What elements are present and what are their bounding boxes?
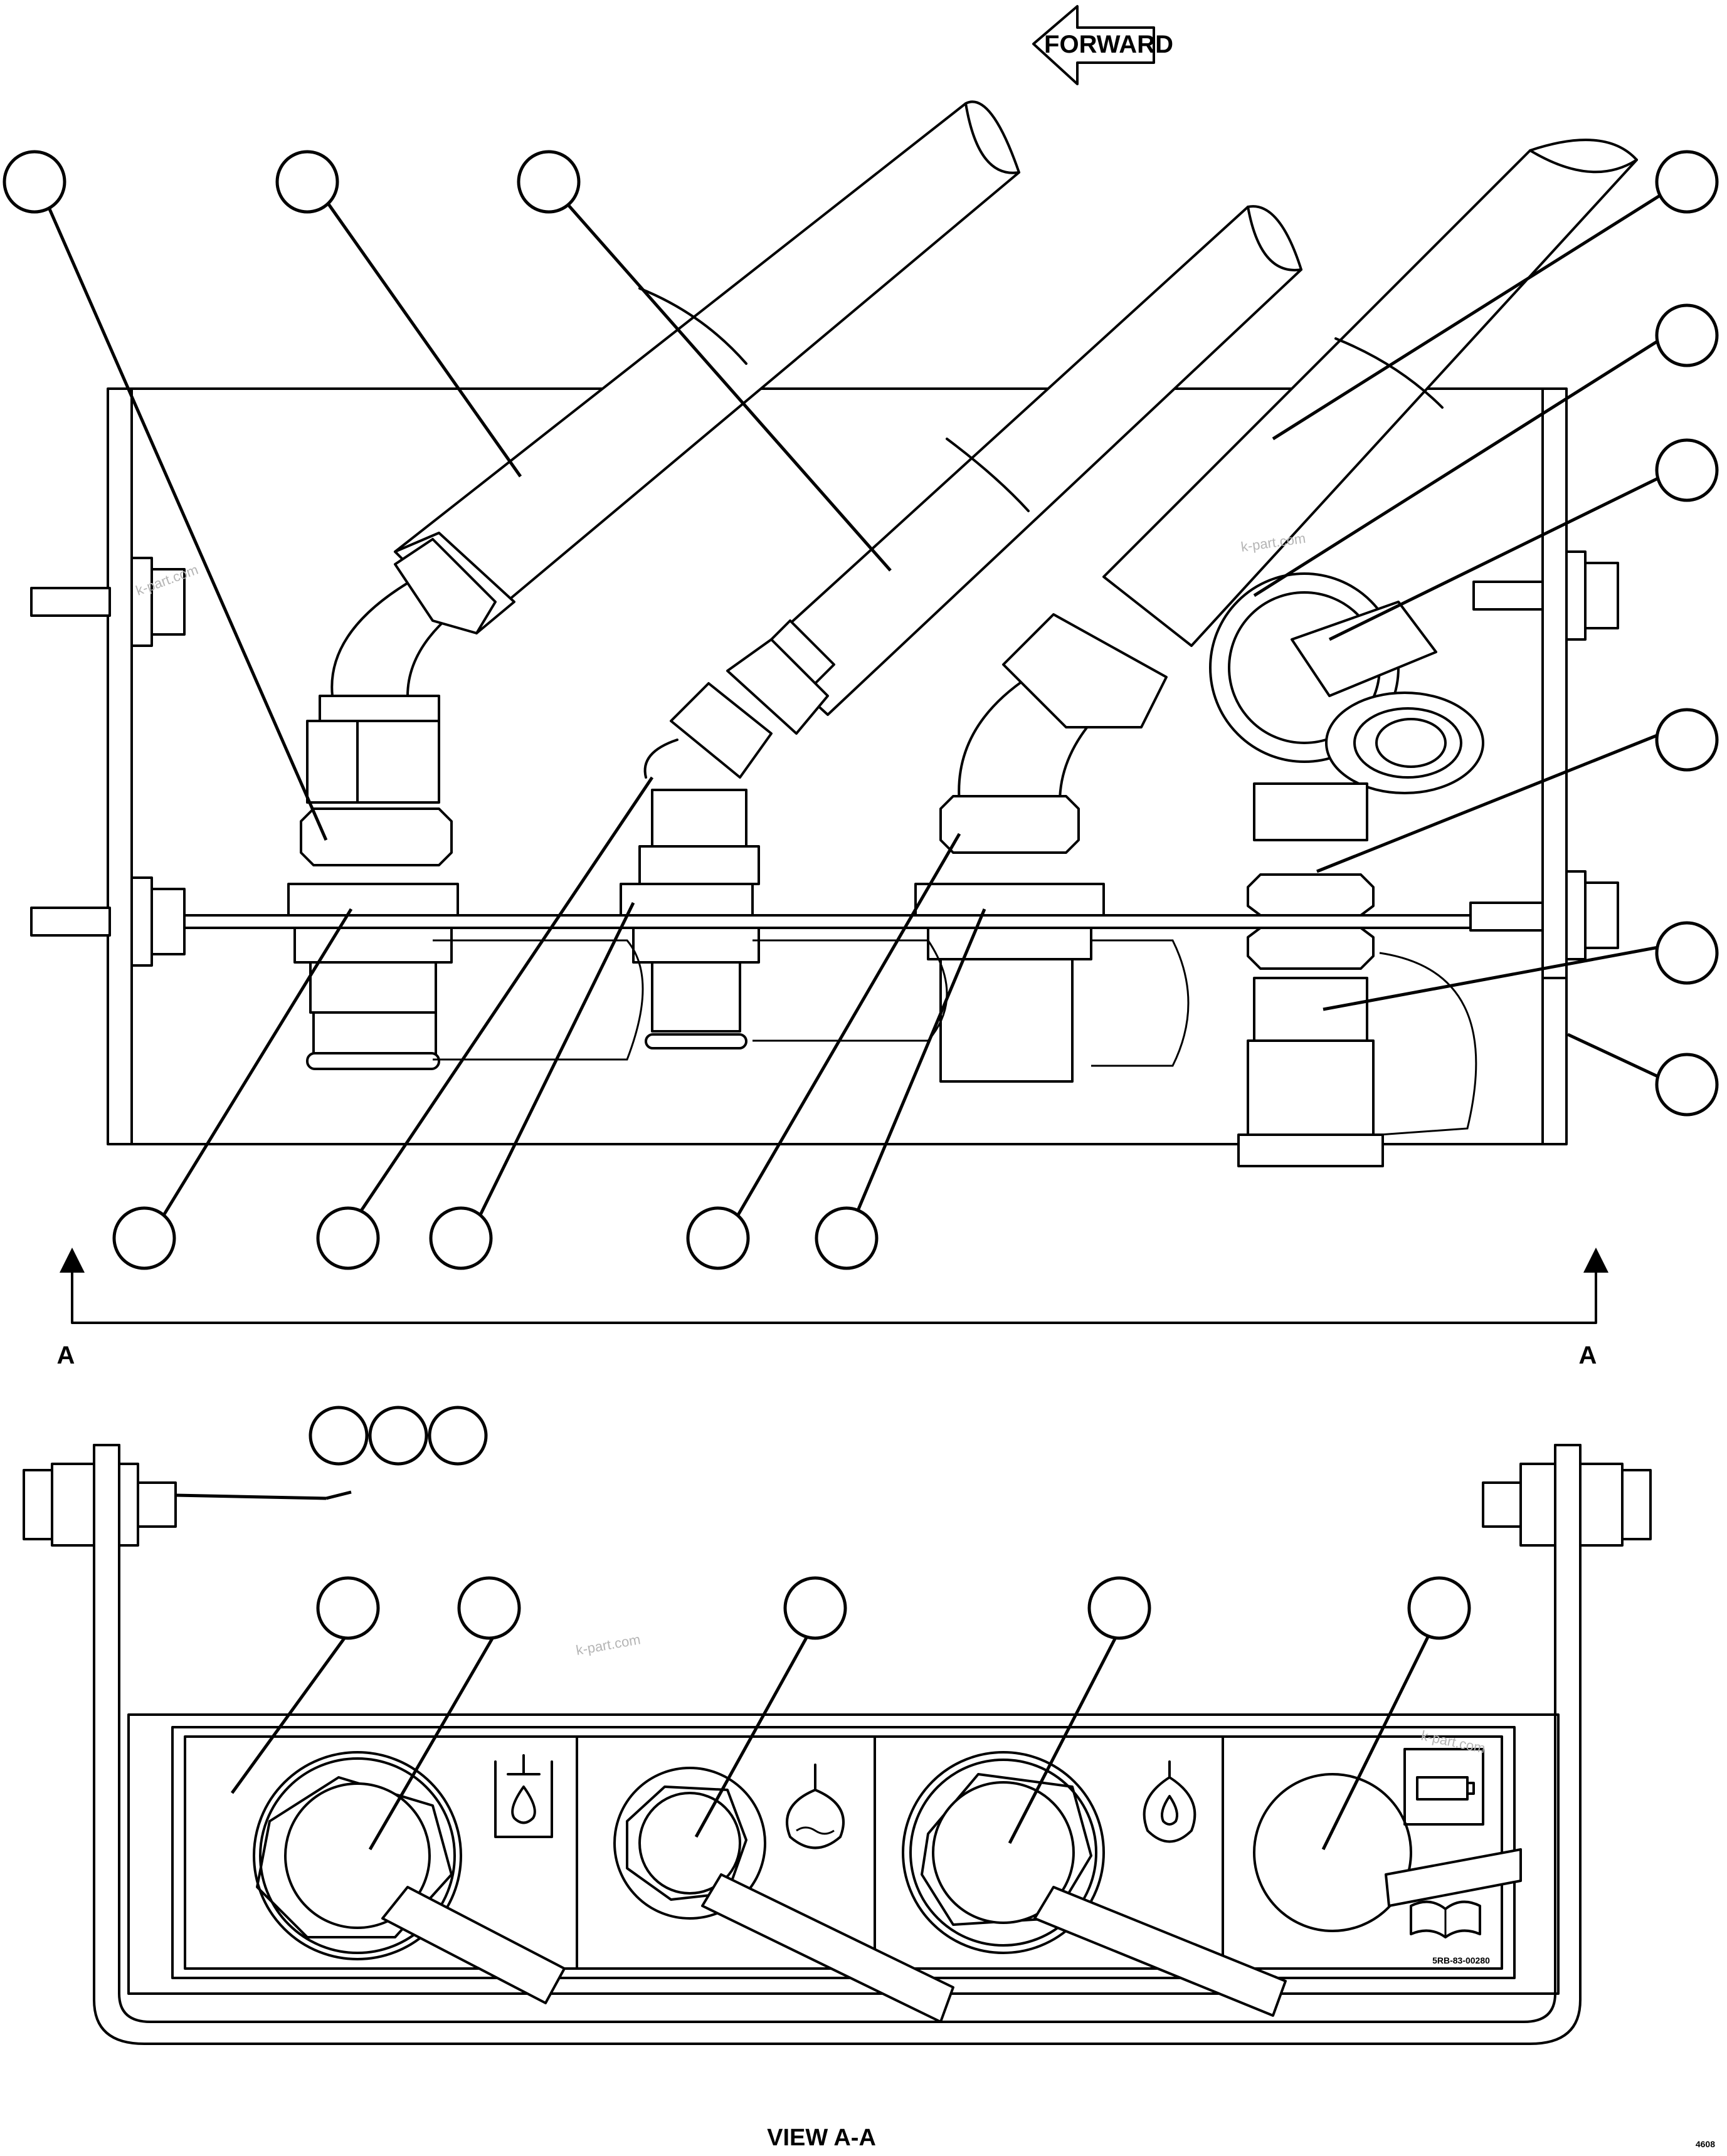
right-mounting-bolts: [1469, 550, 1619, 960]
section-label-right: A: [1579, 1342, 1597, 1369]
fuel-tank-drain-icon: [494, 1754, 553, 1838]
fitting-assembly-2: [620, 638, 829, 1049]
operator-manual-icon: [1410, 1900, 1481, 1938]
view-a-a-left-bolt: [23, 1463, 177, 1547]
battery-disconnect-switch: [1253, 1773, 1522, 1932]
doc-number: 4608: [1696, 2139, 1715, 2149]
view-title: VIEW A-A: [767, 2125, 876, 2151]
engine-oil-drain-valve: [902, 1751, 1287, 2017]
left-mounting-bolts: [30, 557, 186, 967]
fuel-drain-valve: [253, 1751, 566, 2004]
section-cut-line: A A: [57, 1248, 1608, 1369]
view-a-a-bracket: [93, 1444, 1582, 2045]
view-a-a-right-bolt: [1482, 1463, 1652, 1547]
leader-lines-view-a-a: [175, 1490, 1432, 1851]
forward-label: FORWARD: [1044, 31, 1173, 58]
callout-circles-view-a-a: [309, 1406, 1471, 1640]
watermark: k-part.com: [1420, 1727, 1487, 1756]
forward-arrow: FORWARD: [1032, 5, 1173, 85]
watermark: k-part.com: [575, 1631, 642, 1658]
battery-icon: [1403, 1748, 1484, 1826]
leader-lines-top: [36, 181, 1663, 1224]
plate-code: 5RB-83-00280: [1432, 1955, 1490, 1965]
coolant-drain-valve: [613, 1767, 954, 2023]
fitting-assembly-3: [914, 613, 1168, 1083]
coolant-drain-icon: [786, 1764, 845, 1849]
hose-3: [1102, 139, 1638, 647]
section-label-left: A: [57, 1342, 75, 1369]
callout-circles-top: [3, 150, 1719, 1270]
engine-oil-drain-icon: [1143, 1760, 1196, 1843]
fitting-assembly-1: [287, 538, 497, 1070]
fitting-assembly-4: [1209, 572, 1484, 1167]
